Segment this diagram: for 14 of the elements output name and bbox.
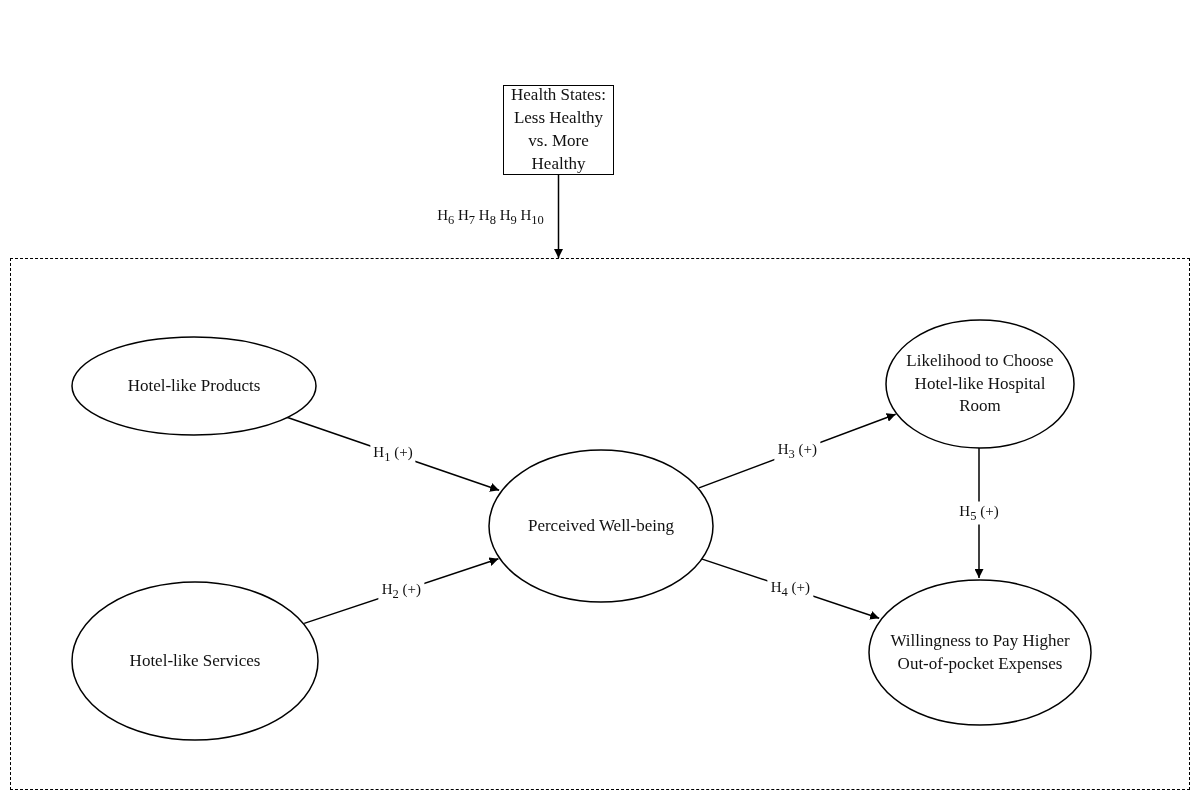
node-label: Likelihood to Choose Hotel-like Hospital Room [905, 349, 1055, 418]
edge-label: H$_{4}$ (+) [767, 577, 813, 600]
dashed-frame [10, 258, 1190, 790]
edge-label: H$_{1}$ (+) [370, 442, 416, 466]
arrow [554, 174, 563, 259]
node-label: Hotel-like Services [129, 649, 261, 672]
node-label: Willingness to Pay Higher Out-of-pocket Expenses [889, 629, 1071, 675]
edge-label: H$_{6}$ H$_{7}$ H$_{8}$ H$_{9}$ H$_{10}$ [436, 205, 545, 228]
node-label: Health States: Less Healthy vs. More Healthy [510, 84, 607, 175]
node-label: Perceived Well-being [527, 514, 675, 537]
edge-label: H$_{3}$ (+) [774, 439, 820, 463]
edge-label: H$_{2}$ (+) [378, 579, 424, 603]
node-label: Hotel-like Products [127, 374, 261, 397]
edge-label: H$_{5}$ (+) [956, 501, 1002, 525]
